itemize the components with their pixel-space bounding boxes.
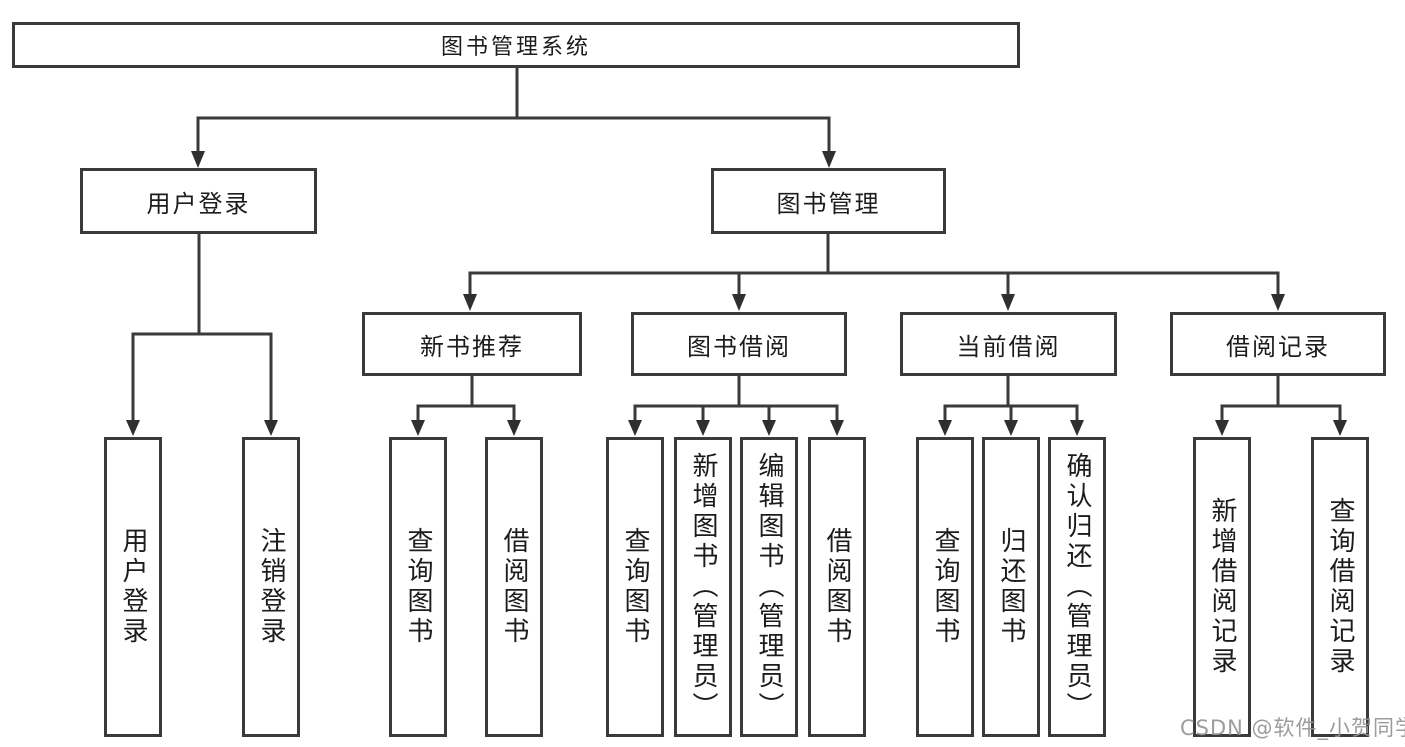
leaf-label: 新增图书（管理员） (688, 452, 718, 722)
node-book-management-branch: 图书管理 (711, 168, 946, 234)
arrow-down-icon (1271, 294, 1285, 311)
leaf-confirm-return-admin: 确认归还（管理员） (1048, 437, 1106, 737)
leaf-label: 归还图书 (996, 527, 1026, 647)
node-new-book-recommendation: 新书推荐 (362, 312, 582, 376)
leaf-user-login: 用户登录 (104, 437, 162, 737)
arrow-down-icon (696, 420, 710, 436)
arrow-down-icon (463, 294, 477, 311)
leaf-label: 查询借阅记录 (1325, 497, 1355, 677)
leaf-label: 查询图书 (620, 527, 650, 647)
arrow-down-icon (1004, 420, 1018, 436)
leaf-label: 注销登录 (256, 527, 286, 647)
arrow-down-icon (264, 420, 278, 436)
node-root-system: 图书管理系统 (12, 22, 1020, 68)
arrow-down-icon (191, 151, 205, 168)
node-borrowing-records: 借阅记录 (1170, 312, 1386, 376)
arrow-down-icon (938, 420, 952, 436)
leaf-label: 查询图书 (403, 527, 433, 647)
leaf-query-books-current: 查询图书 (916, 437, 974, 737)
leaf-label: 查询图书 (930, 527, 960, 647)
arrow-down-icon (822, 151, 836, 168)
connector-l1-branch (196, 116, 831, 152)
leaf-add-books-admin: 新增图书（管理员） (674, 437, 732, 737)
leaf-edit-books-admin: 编辑图书（管理员） (740, 437, 798, 737)
connector-group-branch (633, 404, 839, 421)
leaf-logout: 注销登录 (242, 437, 300, 737)
leaf-label: 确认归还（管理员） (1062, 452, 1092, 722)
arrow-down-icon (1333, 420, 1347, 436)
leaf-add-borrow-record: 新增借阅记录 (1193, 437, 1251, 737)
arrow-down-icon (732, 294, 746, 311)
arrow-down-icon (1001, 294, 1015, 311)
leaf-query-books-recommend: 查询图书 (389, 437, 447, 737)
node-current-borrowing: 当前借阅 (900, 312, 1117, 376)
arrow-down-icon (628, 420, 642, 436)
leaf-label: 借阅图书 (822, 527, 852, 647)
leaf-label: 编辑图书（管理员） (754, 452, 784, 722)
leaf-borrow-books-recommend: 借阅图书 (485, 437, 543, 737)
arrow-down-icon (1215, 420, 1229, 436)
arrow-down-icon (507, 420, 521, 436)
connector-group-branch (1220, 404, 1342, 421)
leaf-return-books: 归还图书 (982, 437, 1040, 737)
node-book-borrowing: 图书借阅 (631, 312, 847, 376)
arrow-down-icon (411, 420, 425, 436)
leaf-label: 借阅图书 (499, 527, 529, 647)
csdn-watermark: CSDN @软件_小贺同学 (1180, 716, 1405, 740)
arrow-down-icon (126, 420, 140, 436)
arrow-down-icon (762, 420, 776, 436)
leaf-query-borrow-record: 查询借阅记录 (1311, 437, 1369, 737)
arrow-down-icon (1070, 420, 1084, 436)
connector-group-branch (416, 404, 516, 421)
connector-user-branch (131, 332, 273, 421)
leaf-label: 新增借阅记录 (1207, 497, 1237, 677)
leaf-borrow-books: 借阅图书 (808, 437, 866, 737)
leaf-query-books-borrow: 查询图书 (606, 437, 664, 737)
connector-l3-branch (468, 271, 1280, 297)
leaf-label: 用户登录 (118, 527, 148, 647)
node-user-login-branch: 用户登录 (80, 168, 317, 234)
arrow-down-icon (830, 420, 844, 436)
